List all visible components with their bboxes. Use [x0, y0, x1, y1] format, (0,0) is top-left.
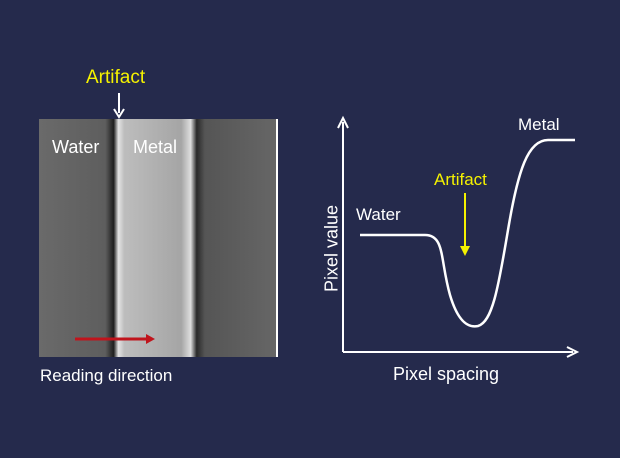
x-axis-label: Pixel spacing	[393, 364, 500, 384]
curve-artifact-label: Artifact	[434, 170, 487, 189]
y-axis-label: Pixel value	[321, 204, 342, 293]
pixel-value-curve	[360, 138, 575, 328]
curve-water-label: Water	[356, 205, 401, 224]
artifact-down-arrow-icon	[113, 93, 125, 119]
curve-metal-label: Metal	[518, 115, 560, 134]
artifact-curve-arrow-icon	[460, 193, 470, 256]
x-axis	[343, 346, 580, 358]
reading-direction-arrow-icon	[75, 334, 155, 344]
artifact-label: Artifact	[86, 67, 146, 88]
reading-direction-caption: Reading direction	[40, 366, 173, 385]
water-label: Water	[52, 137, 100, 157]
y-axis	[337, 115, 349, 352]
ct-image	[39, 119, 276, 357]
metal-label: Metal	[133, 137, 178, 157]
